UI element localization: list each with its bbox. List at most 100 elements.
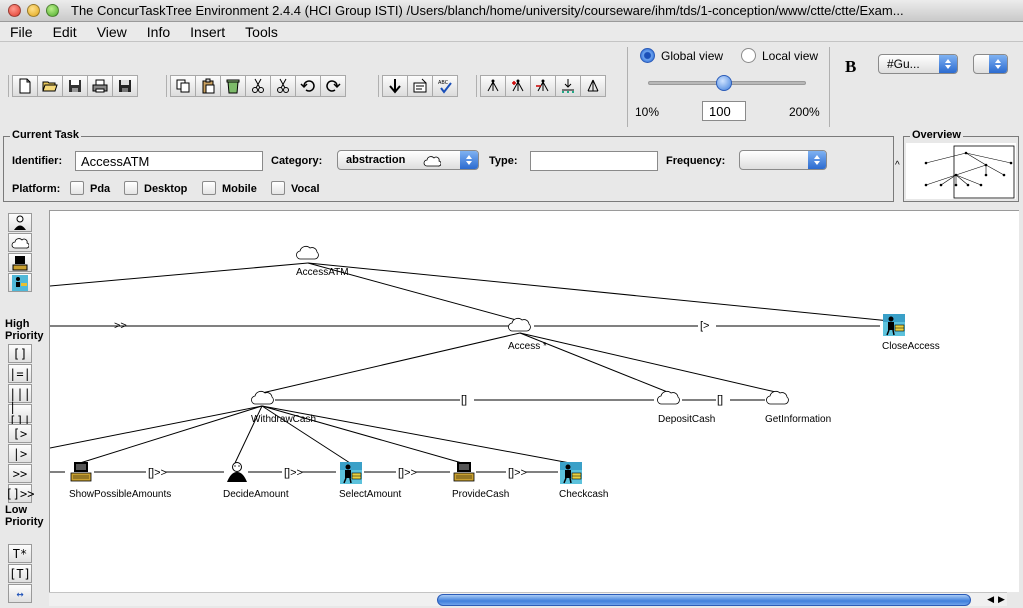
move-down-button[interactable] (382, 75, 408, 97)
task-node-access[interactable]: Access * (508, 317, 547, 352)
print-button[interactable] (87, 75, 113, 97)
local-view-radio[interactable] (741, 48, 756, 63)
overview-minimap[interactable] (906, 143, 1016, 199)
task-node-closeaccess[interactable]: CloseAccess (882, 313, 940, 352)
open-file-button[interactable] (37, 75, 63, 97)
task-node-withdrawcash[interactable]: WithdrawCash (251, 390, 316, 425)
interaction-task-button[interactable] (8, 273, 32, 292)
task-node-checkcash[interactable]: Checkcash (559, 461, 608, 500)
redo-button[interactable] (320, 75, 346, 97)
save-button[interactable] (62, 75, 88, 97)
user-task-button[interactable] (8, 213, 32, 232)
task-tree-canvas[interactable]: >> [> [] [] []>> []>> []>> []>> AccessAT… (49, 210, 1019, 592)
tree-layout-1-button[interactable] (480, 75, 506, 97)
mobile-checkbox[interactable] (202, 181, 216, 195)
tree-layout-2-button[interactable] (505, 75, 531, 97)
enabling-operator-button[interactable]: >> (8, 464, 32, 483)
task-node-decideamount[interactable]: DecideAmount (223, 462, 289, 501)
pda-checkbox[interactable] (70, 181, 84, 195)
order-independence-operator-button[interactable]: |=| (8, 364, 32, 383)
tree-edges (49, 262, 891, 473)
properties-button[interactable] (407, 75, 433, 97)
task-node-showpossibleamounts[interactable]: ShowPossibleAmounts (69, 461, 171, 500)
desktop-checkbox[interactable] (124, 181, 138, 195)
horizontal-scrollbar[interactable] (49, 592, 1007, 606)
task-node-providecash[interactable]: ProvideCash (452, 461, 509, 500)
global-view-option[interactable]: Global view (640, 48, 723, 63)
concurrency-operator-button[interactable]: ||| (8, 384, 32, 403)
abstraction-task-button[interactable] (8, 233, 32, 252)
floppy-icon (119, 80, 131, 92)
menu-file[interactable]: File (10, 23, 33, 40)
connection-button[interactable]: ↔ (8, 584, 32, 603)
vocal-checkbox[interactable] (271, 181, 285, 195)
scissors-icon (277, 78, 289, 93)
delete-button[interactable] (220, 75, 246, 97)
local-view-label: Local view (762, 48, 819, 63)
menu-view[interactable]: View (96, 23, 127, 40)
menu-info[interactable]: Info (146, 23, 171, 40)
copy-button[interactable] (170, 75, 196, 97)
save-as-button[interactable] (112, 75, 138, 97)
vocal-label: Vocal (291, 183, 320, 195)
tree-layout-3-button[interactable] (530, 75, 556, 97)
type-input[interactable] (530, 151, 658, 171)
frequency-select[interactable] (739, 150, 827, 170)
undo-button[interactable] (295, 75, 321, 97)
global-view-label: Global view (661, 48, 724, 63)
minimize-window-button[interactable] (27, 4, 40, 17)
size-select[interactable] (973, 54, 1008, 74)
category-select[interactable]: abstraction (337, 150, 479, 170)
task-label: GetInformation (765, 414, 831, 425)
suspend-resume-operator-button[interactable]: |> (8, 444, 32, 463)
bold-button[interactable]: B (845, 57, 857, 76)
disabling-operator-button[interactable]: [> (8, 424, 32, 443)
scroll-left-icon[interactable]: ◀ (987, 593, 994, 604)
tree-add-icon (512, 79, 524, 92)
zoom-window-button[interactable] (46, 4, 59, 17)
task-label: ProvideCash (452, 489, 509, 500)
synchronization-operator-button[interactable]: |[]| (8, 399, 32, 428)
menu-tools[interactable]: Tools (245, 23, 278, 40)
task-label: SelectAmount (339, 489, 401, 500)
zoom-slider-thumb[interactable] (716, 75, 732, 91)
optional-button[interactable]: [T] (8, 564, 32, 583)
operator-label: []>> (148, 467, 167, 479)
identifier-label: Identifier: (12, 155, 63, 167)
arrow-down-icon (389, 79, 401, 94)
application-task-button[interactable] (8, 253, 32, 272)
window-controls (8, 4, 59, 17)
overview-title: Overview (910, 129, 963, 141)
collapse-caret-icon[interactable]: ^ (895, 160, 900, 171)
enabling-info-operator-button[interactable]: []>> (6, 484, 34, 503)
scroll-right-icon[interactable]: ▶ (998, 593, 1005, 604)
new-file-icon (19, 78, 31, 94)
iteration-button[interactable]: T* (8, 544, 32, 563)
scroll-arrows: ◀ ▶ (976, 592, 1016, 606)
new-file-button[interactable] (12, 75, 38, 97)
menu-edit[interactable]: Edit (52, 23, 77, 40)
undo-icon (300, 80, 315, 92)
select-arrows-icon (939, 55, 957, 73)
task-node-selectamount[interactable]: SelectAmount (339, 461, 401, 500)
tree-layout-4-button[interactable] (555, 75, 581, 97)
task-node-depositcash[interactable]: DepositCash (657, 390, 715, 425)
font-select-value: #Gu... (887, 57, 920, 71)
cut-button[interactable] (245, 75, 271, 97)
choice-operator-button[interactable]: [] (8, 344, 32, 363)
zoom-input[interactable] (702, 101, 746, 121)
task-node-getinformation[interactable]: GetInformation (765, 390, 831, 425)
font-select[interactable]: #Gu... (878, 54, 958, 74)
global-view-radio[interactable] (640, 48, 655, 63)
tree-layout-5-button[interactable] (580, 75, 606, 97)
identifier-input[interactable] (75, 151, 263, 171)
paste-button[interactable] (195, 75, 221, 97)
horizontal-scrollbar-thumb[interactable] (437, 594, 971, 606)
task-node-accessatm[interactable]: AccessATM (296, 245, 349, 278)
cut-subtree-button[interactable] (270, 75, 296, 97)
menu-insert[interactable]: Insert (190, 23, 226, 40)
local-view-option[interactable]: Local view (741, 48, 818, 63)
close-window-button[interactable] (8, 4, 21, 17)
spell-check-button[interactable]: ABC (432, 75, 458, 97)
toolbar-area: ABC Global view Local view 10% 200% B #G… (0, 43, 1023, 129)
